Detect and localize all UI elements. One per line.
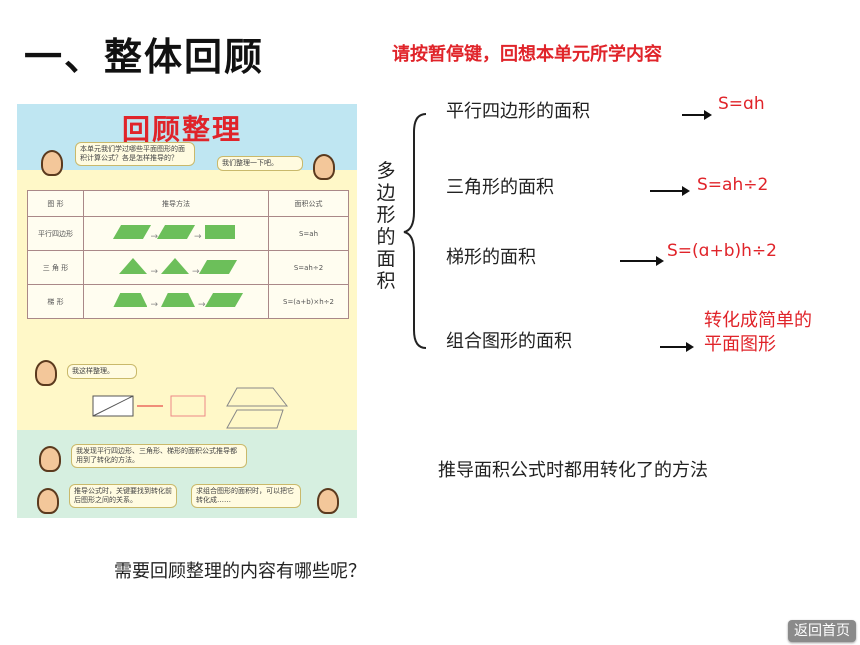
formula-composite-line2: 平面图形 [704,334,776,355]
formula-table: 图 形 推导方法 面积公式 平行四边形 →→ S=ah 三 角 形 →→ S=a… [27,190,349,319]
label-char: 多 [376,160,396,182]
table-header: 推导方法 [83,190,269,217]
boy-avatar-icon [317,488,339,514]
formula-composite: 转化成简单的 平面图形 [704,309,812,357]
speech-bubble-organize: 我们整理一下吧。 [217,156,303,171]
table-cell-formula: S=(a+b)×h÷2 [268,284,349,319]
table-cell-formula: S=ah [268,216,349,251]
arrow-right-icon [620,256,664,266]
speech-bubble-key: 推导公式时，关键要找到转化前后图形之间的关系。 [69,484,177,508]
transformation-note: 推导面积公式时都用转化了的方法 [438,460,708,481]
table-row: 平行四边形 →→ S=ah [27,216,349,251]
boy-avatar-icon [39,446,61,472]
formula-parallelogram: S=ɑh [718,94,765,114]
item-composite-area: 组合图形的面积 [446,331,572,352]
return-home-button[interactable]: 返回首页 [788,620,856,642]
table-header-row: 图 形 推导方法 面积公式 [27,190,349,217]
arrow-right-icon [660,342,694,352]
label-char: 边 [376,182,396,204]
table-row: 梯 形 →→ S=(a+b)×h÷2 [27,284,349,319]
girl-avatar-icon [41,150,63,176]
trapezoid-derivation: →→ [83,284,269,319]
speech-bubble-question: 本单元我们学过哪些平面图形的面积计算公式？各是怎样推导的？ [75,142,195,166]
table-cell-formula: S=ah÷2 [268,250,349,285]
arrow-right-icon [650,186,690,196]
formula-trapezoid: S=(ɑ+b)h÷2 [667,241,777,261]
table-header: 图 形 [27,190,84,217]
curly-brace-icon [403,113,427,349]
item-triangle-area: 三角形的面积 [446,177,554,198]
item-trapezoid-area: 梯形的面积 [446,247,536,268]
review-question: 需要回顾整理的内容有哪些呢？ [114,561,366,582]
table-cell-shape: 三 角 形 [27,250,84,285]
boy-avatar-icon [313,154,335,180]
table-header: 面积公式 [268,190,349,217]
girl-avatar-icon [37,488,59,514]
label-char: 形 [376,204,396,226]
slide-title: 一、整体回顾 [24,35,265,79]
label-char: 积 [376,270,396,292]
table-row: 三 角 形 →→ S=ah÷2 [27,250,349,285]
speech-bubble-composite: 求组合图形的面积时，可以把它转化成…… [191,484,301,508]
label-char: 面 [376,248,396,270]
speech-bubble-discovery: 我发现平行四边形、三角形、梯形的面积公式推导都用到了转化的方法。 [71,444,247,468]
triangle-derivation: →→ [83,250,269,285]
table-cell-shape: 梯 形 [27,284,84,319]
image-heading: 回顾整理 [121,113,242,146]
organization-diagram [92,387,289,429]
item-parallelogram-area: 平行四边形的面积 [446,101,590,122]
table-cell-shape: 平行四边形 [27,216,84,251]
formula-triangle: S=ah÷2 [697,175,769,195]
girl-avatar-icon [35,360,57,386]
pause-hint: 请按暂停键，回想本单元所学内容 [392,44,662,65]
review-summary-image: 回顾整理 本单元我们学过哪些平面图形的面积计算公式？各是怎样推导的？ 我们整理一… [17,104,357,518]
formula-composite-line1: 转化成简单的 [704,310,812,331]
arrow-right-icon [682,110,712,120]
vertical-category-label: 多 边 形 的 面 积 [374,160,398,292]
parallelogram-derivation: →→ [83,216,269,251]
label-char: 的 [376,226,396,248]
speech-bubble-arrange: 我这样整理。 [67,364,137,379]
